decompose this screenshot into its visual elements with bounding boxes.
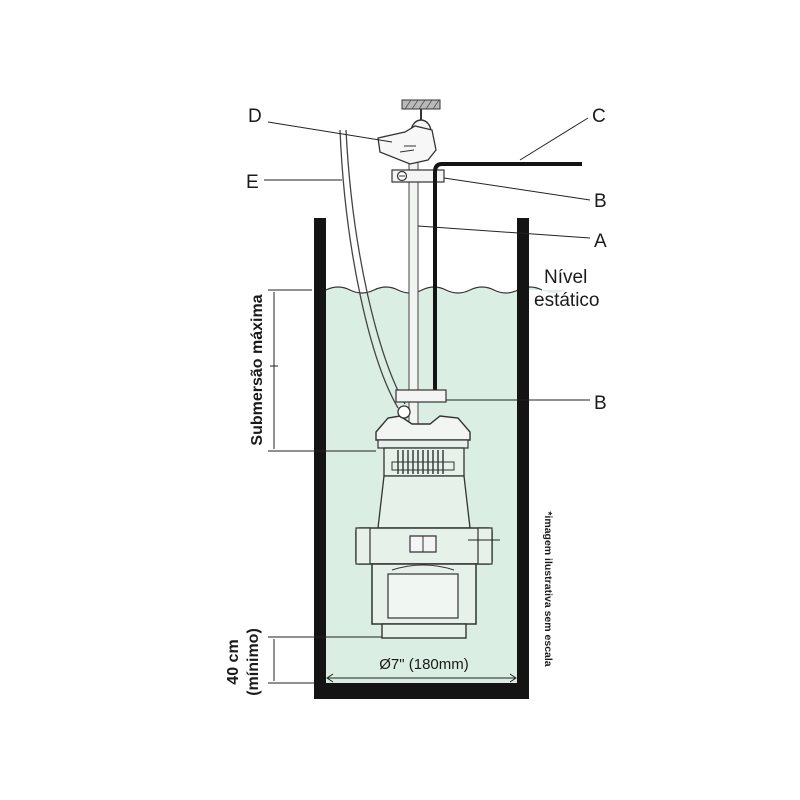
label-c: C: [592, 106, 606, 127]
label-note: *imagem ilustrativa sem escala: [542, 511, 554, 666]
label-b-top: B: [594, 191, 607, 212]
label-b-bottom: B: [594, 393, 607, 414]
leader-lines: [264, 117, 591, 541]
label-e: E: [246, 172, 259, 193]
well-wall-right: [517, 218, 529, 699]
label-submersao-maxima: Submersão máxima: [249, 294, 266, 445]
power-cable: [433, 162, 582, 398]
ceiling-hatch: [404, 99, 440, 110]
label-a: A: [594, 231, 607, 252]
pump-head-screw: [397, 405, 411, 419]
valve-detail: [399, 145, 416, 153]
well-wall-left: [314, 218, 326, 699]
label-estatico: estático: [534, 290, 599, 311]
hose-e-inner: [345, 129, 406, 405]
discharge-pipe: [408, 139, 419, 429]
hose-e: [339, 129, 399, 409]
label-diameter: Ø7" (180mm): [379, 656, 469, 673]
label-minimo: (mínimo): [245, 628, 262, 696]
dimension-diameter: [326, 673, 517, 683]
label-40cm: 40 cm: [225, 639, 242, 684]
clamp-bottom: [395, 389, 447, 403]
label-nivel: Nível: [544, 267, 587, 288]
dimension-40cm: [268, 636, 382, 684]
dimension-submersao: [268, 289, 376, 452]
pump-housing-window: [387, 573, 459, 619]
pump-body-taper: [377, 475, 471, 529]
well-wall-bottom: [314, 683, 529, 699]
pump-base: [381, 623, 467, 639]
pump-neck: [377, 439, 469, 449]
pump-fin-band: [391, 461, 455, 471]
pipe-elbow-valve: [377, 125, 437, 165]
label-d: D: [248, 106, 262, 127]
